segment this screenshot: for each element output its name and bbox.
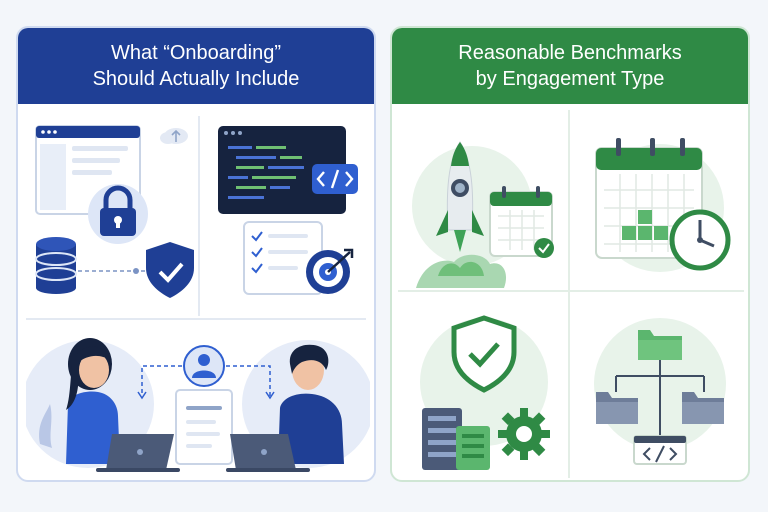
browser-window-icon (35, 125, 141, 215)
rocket-icon (416, 141, 507, 288)
user-icon (183, 345, 225, 387)
code-brackets-icon (633, 435, 687, 465)
benchmarks-panel: Reasonable Benchmarks by Engagement Type (390, 26, 750, 482)
code-brackets-icon (312, 164, 358, 194)
team-introduction-illustration (26, 324, 370, 476)
onboarding-panel: What “Onboarding” Should Actually Includ… (16, 26, 376, 482)
folder-icon (638, 330, 682, 360)
laptop-left (96, 434, 180, 472)
clock-icon (669, 209, 731, 271)
lock-icon (88, 184, 148, 244)
divider-vertical (198, 116, 200, 316)
security-operations-illustration (398, 296, 564, 476)
laptop-right (226, 434, 310, 472)
benchmarks-banner: Reasonable Benchmarks by Engagement Type (392, 28, 748, 104)
folder-right-icon (682, 392, 724, 424)
security-access-illustration (26, 116, 194, 312)
divider-horizontal (26, 318, 366, 320)
dev-environment-illustration (204, 116, 370, 312)
shield-check-icon (146, 242, 194, 298)
gear-icon (498, 408, 550, 460)
quick-start-illustration (398, 112, 564, 288)
monthly-schedule-illustration (574, 112, 742, 288)
shield-check-icon (451, 315, 517, 393)
onboarding-banner: What “Onboarding” Should Actually Includ… (18, 28, 374, 104)
target-icon (306, 248, 354, 294)
onboarding-title-line1: What “Onboarding” (110, 42, 282, 64)
man-avatar (278, 344, 344, 464)
onboarding-title-line2: Should Actually Include (92, 68, 300, 90)
woman-avatar (66, 338, 120, 464)
divider-horizontal (398, 290, 744, 292)
document-icon (175, 389, 233, 465)
server-icon (422, 408, 490, 470)
benchmarks-title-line1: Reasonable Benchmarks (458, 42, 682, 64)
calendar-check-icon (489, 186, 554, 258)
database-icon (35, 237, 77, 294)
folder-left-icon (596, 392, 638, 424)
benchmarks-title-line2: by Engagement Type (475, 68, 665, 90)
project-structure-illustration (574, 296, 742, 476)
cloud-upload-icon (160, 128, 188, 144)
divider-vertical (568, 110, 570, 478)
